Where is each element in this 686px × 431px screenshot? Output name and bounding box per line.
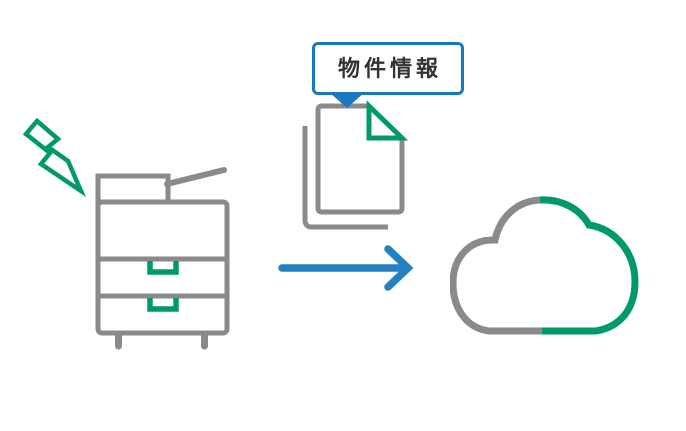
printer-drawer-handle-2 <box>147 298 179 312</box>
printer-drawer-handle-1 <box>147 261 179 275</box>
right-arrow-icon <box>278 245 414 291</box>
cloud-right-half <box>539 196 639 335</box>
document-folded-corner <box>366 100 408 141</box>
property-info-label: 物件情報 <box>337 55 442 81</box>
lightning-bolt-shape <box>22 117 87 198</box>
printer-body <box>95 199 230 336</box>
printer-top-panel <box>95 173 171 205</box>
callout-pointer-icon <box>329 92 365 108</box>
printer-feeder-arm <box>164 167 227 187</box>
document-back-sheet <box>302 126 388 230</box>
document-front-sheet <box>315 103 405 215</box>
cloud-icon <box>450 196 639 335</box>
arrow-head <box>384 245 414 291</box>
cloud-left-half <box>450 196 542 335</box>
property-info-callout: 物件情報 <box>312 42 464 108</box>
document-stack-icon <box>302 100 408 230</box>
multifunction-printer-icon <box>95 167 230 350</box>
lightning-bolt-icon <box>22 117 87 198</box>
